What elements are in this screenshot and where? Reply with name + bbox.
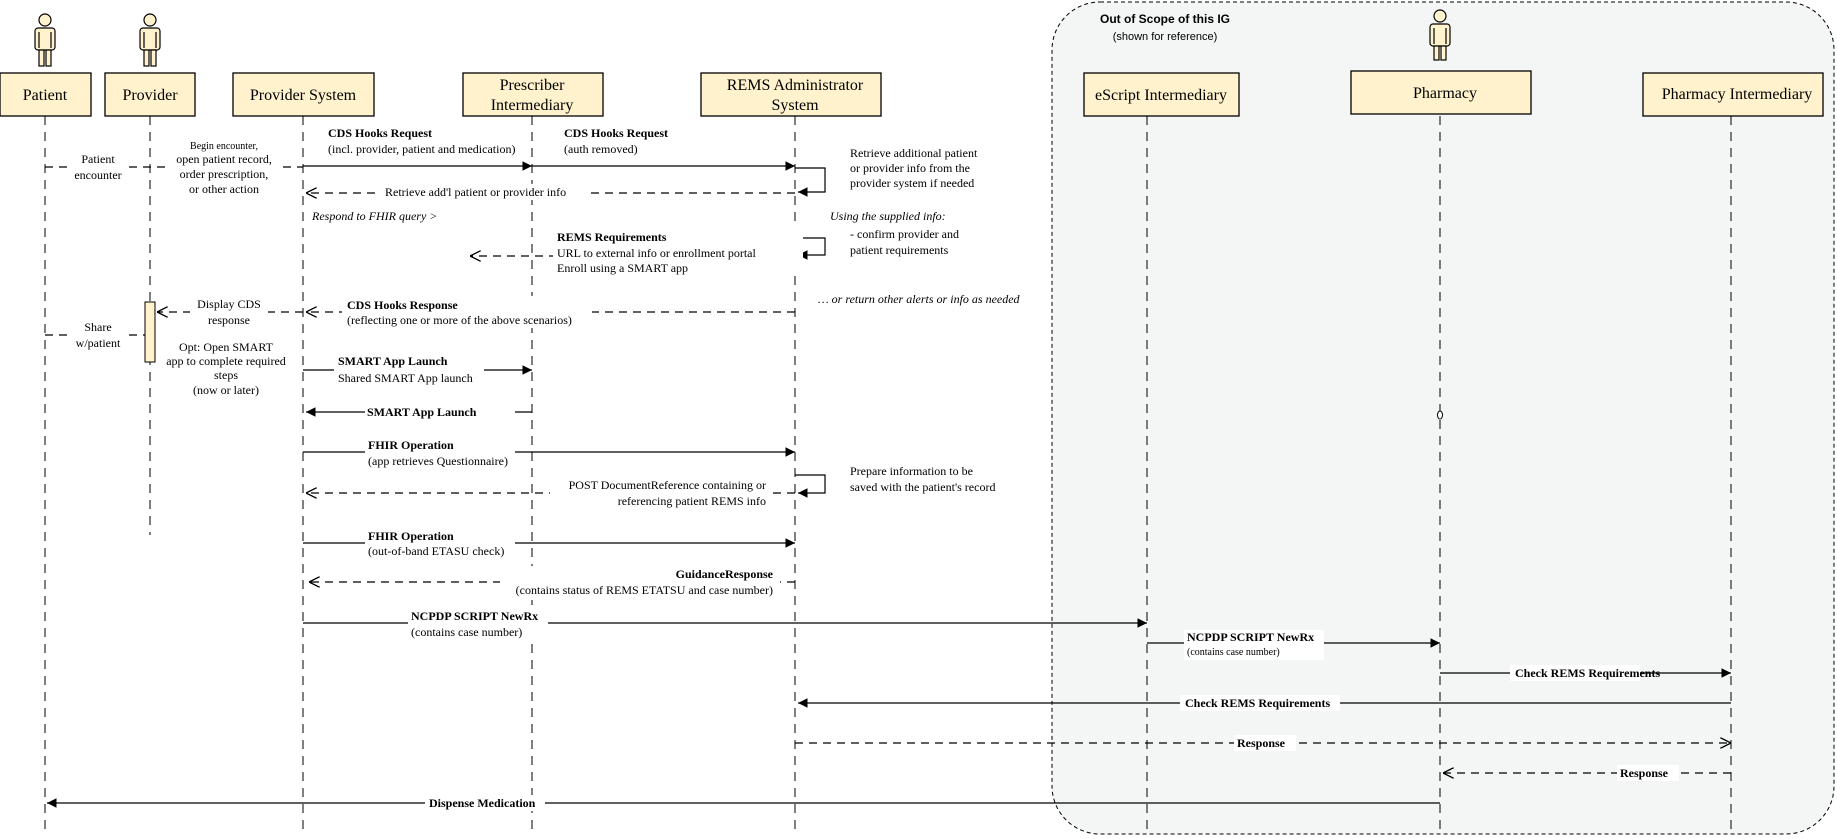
note-using-supplied: Using the supplied info: [830, 209, 946, 223]
note-opt-smart-3: steps [214, 368, 238, 382]
msg-fhir-op-2-title: FHIR Operation [368, 529, 454, 543]
msg-cds-req-1-title: CDS Hooks Request [328, 126, 432, 140]
msg-dispense-label: Dispense Medication [429, 796, 536, 810]
note-begin-encounter-4: or other action [189, 182, 259, 196]
pharmacy-lifeline-marker [1437, 410, 1443, 420]
msg-cds-resp-sub: (reflecting one or more of the above sce… [347, 313, 572, 327]
note-retrieve-additional-3: provider system if needed [850, 176, 974, 190]
note-retrieve-additional-1: Retrieve additional patient [850, 146, 978, 160]
msg-response-1-label: Response [1237, 736, 1286, 750]
note-opt-smart-1: Opt: Open SMART [179, 340, 274, 354]
note-share-patient-2: w/patient [76, 336, 121, 350]
note-patient-encounter-2: encounter [74, 168, 121, 182]
note-opt-smart-2: app to complete required [166, 354, 286, 368]
svg-text:Pharmacy: Pharmacy [1413, 85, 1477, 102]
msg-guidance-sub: (contains status of REMS ETATSU and case… [516, 583, 773, 597]
msg-guidance-title: GuidanceResponse [676, 567, 774, 581]
svg-text:eScript Intermediary: eScript Intermediary [1095, 87, 1227, 104]
self-loop-retrieve [795, 167, 826, 197]
patient-figure-icon [34, 13, 56, 67]
scope-subtitle: (shown for reference) [1113, 31, 1218, 43]
provider-activation-bar [144, 301, 156, 363]
self-loop-confirm [795, 237, 826, 260]
self-loop-prepare [795, 474, 826, 498]
note-begin-encounter-3: order prescription, [180, 167, 269, 181]
note-respond-fhir: Respond to FHIR query > [311, 209, 437, 223]
scope-title: Out of Scope of this IG [1100, 12, 1230, 26]
note-share-patient-1: Share [84, 320, 111, 334]
svg-text:Pharmacy Intermediary: Pharmacy Intermediary [1662, 86, 1813, 103]
msg-fhir-op-1-sub: (app retrieves Questionnaire) [368, 454, 508, 468]
svg-text:System: System [771, 97, 819, 114]
msg-retrieve-addl-label: Retrieve add'l patient or provider info [385, 185, 566, 199]
svg-text:Patient: Patient [23, 87, 68, 104]
msg-smart-launch-title: SMART App Launch [338, 354, 448, 368]
provider-figure-icon [139, 13, 161, 67]
msg-cds-req-1-sub: (incl. provider, patient and medication) [328, 142, 515, 156]
msg-post-docref-2: referencing patient REMS info [618, 494, 766, 508]
note-prepare-info-2: saved with the patient's record [850, 480, 995, 494]
note-confirm-provider-2: patient requirements [850, 243, 949, 257]
msg-smart-launch-sub: Shared SMART App launch [338, 371, 473, 385]
note-begin-encounter-2: open patient record, [176, 152, 272, 166]
msg-ncpdp-2-title: NCPDP SCRIPT NewRx [1187, 630, 1314, 644]
pharmacy-figure-icon [1429, 9, 1451, 61]
msg-rems-req-title: REMS Requirements [557, 230, 667, 244]
note-opt-smart-4: (now or later) [193, 383, 259, 397]
actor-rems-admin: REMS Administrator System [700, 72, 882, 117]
note-return-alerts: … or return other alerts or info as need… [818, 292, 1021, 306]
note-retrieve-additional-2: or provider info from the [850, 161, 970, 175]
svg-text:REMS Administrator: REMS Administrator [727, 77, 864, 94]
msg-response-2-label: Response [1620, 766, 1669, 780]
svg-text:Provider: Provider [122, 87, 178, 104]
out-of-scope-region [1051, 1, 1835, 835]
note-display-cds-2: response [208, 313, 250, 327]
msg-ncpdp-2-sub: (contains case number) [1187, 647, 1280, 658]
note-prepare-info-1: Prepare information to be [850, 464, 973, 478]
actor-provider-system: Provider System [232, 72, 375, 117]
msg-check-rems-2-label: Check REMS Requirements [1185, 696, 1330, 710]
actor-pharmacy: Pharmacy [1350, 70, 1532, 115]
msg-fhir-op-2-sub: (out-of-band ETASU check) [368, 544, 504, 558]
msg-cds-req-2-sub: (auth removed) [564, 142, 638, 156]
msg-post-docref-1: POST DocumentReference containing or [569, 478, 766, 492]
svg-text:Provider System: Provider System [250, 87, 357, 104]
msg-cds-req-2-title: CDS Hooks Request [564, 126, 668, 140]
actor-prescriber-intermediary: Prescriber Intermediary [462, 72, 604, 117]
note-display-cds-1: Display CDS [197, 297, 261, 311]
msg-smart-launch-back: SMART App Launch [367, 405, 477, 419]
note-begin-encounter-1: Begin encounter, [190, 141, 258, 152]
msg-rems-req-line1: URL to external info or enrollment porta… [557, 246, 756, 260]
actor-escript-intermediary: eScript Intermediary [1083, 72, 1240, 117]
msg-rems-req-line2: Enroll using a SMART app [557, 261, 688, 275]
msg-fhir-op-1-title: FHIR Operation [368, 438, 454, 452]
actor-provider: Provider [104, 72, 196, 117]
note-patient-encounter-1: Patient [81, 152, 115, 166]
actor-pharmacy-intermediary: Pharmacy Intermediary [1642, 72, 1824, 117]
msg-ncpdp-1-sub: (contains case number) [411, 625, 522, 639]
msg-check-rems-1-label: Check REMS Requirements [1515, 666, 1660, 680]
note-confirm-provider-1: - confirm provider and [850, 227, 959, 241]
actor-patient: Patient [0, 72, 92, 117]
msg-ncpdp-1-title: NCPDP SCRIPT NewRx [411, 609, 538, 623]
svg-text:Prescriber: Prescriber [500, 77, 566, 94]
msg-cds-resp-title: CDS Hooks Response [347, 298, 458, 312]
svg-text:Intermediary: Intermediary [491, 97, 574, 114]
